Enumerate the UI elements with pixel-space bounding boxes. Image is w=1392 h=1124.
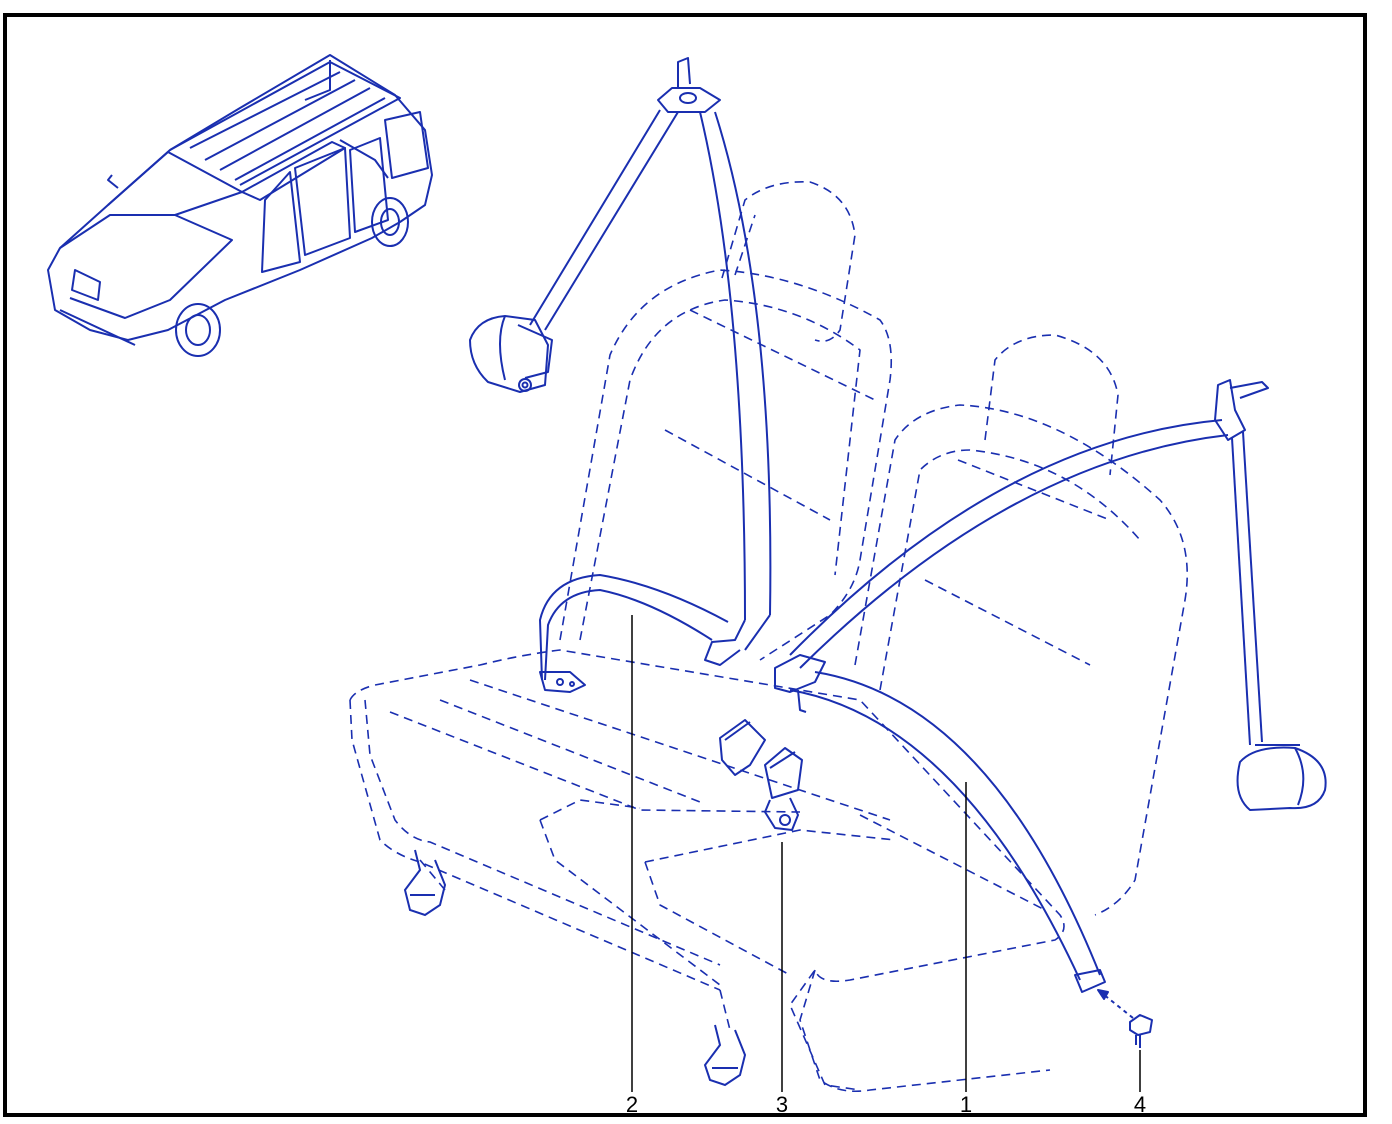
callout-1: 1 [960,1092,972,1117]
right-lower-anchor [1074,969,1106,993]
right-upper-anchor [1214,379,1246,441]
left-floor-anchor [539,671,586,693]
callout-2: 2 [626,1092,638,1117]
callout-3: 3 [776,1092,788,1117]
seat-outline [349,181,1188,1093]
anchor-bolt [1097,989,1153,1048]
right-seat-belt [774,379,1327,993]
diagram-frame [3,13,1367,1117]
callout-4: 4 [1134,1092,1146,1117]
left-retractor [469,315,549,393]
vehicle-thumbnail [47,54,433,357]
seat-legs [403,849,747,1087]
right-backrest [854,404,1188,916]
right-retractor [1236,746,1327,811]
left-headrest [721,181,856,343]
leader-lines [631,615,1141,1092]
callout-labels: 2 3 1 4 [626,1092,1146,1117]
left-upper-anchor [657,87,721,113]
left-seat-belt [469,57,772,693]
left-backrest [559,269,893,661]
center-buckle-assembly [719,719,803,831]
seat-cushion [349,649,1065,1091]
buckle-tongue [719,719,766,776]
right-headrest [984,334,1119,476]
buckle-housing [764,747,803,799]
